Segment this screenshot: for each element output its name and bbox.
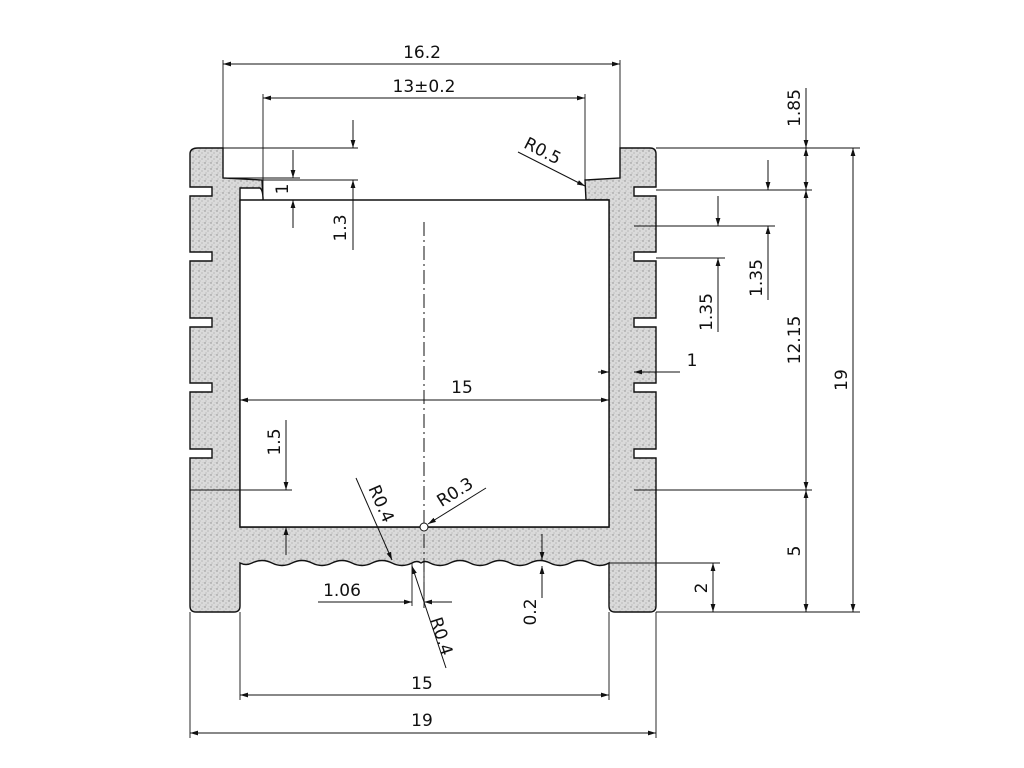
dim-foot-height: 2 [609,562,720,612]
label-top-flange: 1.85 [785,89,805,127]
label-fin-pitch-a: 1.35 [697,293,717,331]
inner-cavity [239,187,610,528]
dim-floor-thickness: 1.5 [190,420,292,555]
dim-fin-pitch-a: 1.35 [656,196,725,332]
dim-left-lip-depth: 1.3 [223,120,358,250]
dim-wall-thickness: 1 [598,351,698,375]
dim-bottom-inner-width: 15 [239,612,610,700]
label-left-lip-depth: 1.3 [331,214,351,241]
label-foot-height: 2 [692,583,712,594]
label-fin-pitch-b: 1.35 [747,259,767,297]
label-total-height: 19 [832,369,852,391]
label-fin-region-height: 12.15 [785,316,805,365]
dim-fin-pitch-b: 1.35 [634,160,775,300]
label-ripple-depth: 0.2 [521,598,541,625]
dim-left-lip-thickness: 1 [223,150,300,228]
dim-groove-spacing: 1.06 [318,563,452,606]
dim-top-inner-opening: 13±0.2 [262,77,586,200]
dim-total-height: 19 [832,148,856,612]
label-top-outer-width: 16.2 [403,43,441,63]
label-base-section-height: 5 [785,546,805,557]
label-bottom-inner-width: 15 [411,674,433,694]
label-left-lip-thickness: 1 [273,184,293,195]
label-bottom-total-width: 19 [411,711,433,731]
dim-right-lip-radius: R0.5 [517,134,586,187]
dim-base-section-height: 5 [656,490,860,613]
dim-groove-radius-bottom: R0.4 [411,565,456,669]
dim-top-flange: 1.85 [656,88,860,191]
groove-center [419,522,429,532]
dim-ripple-depth: 0.2 [521,534,545,626]
extrusion-profile [189,147,657,613]
label-floor-thickness: 1.5 [265,428,285,455]
dim-bottom-total-width: 19 [189,612,657,738]
label-groove-radius-bottom: R0.4 [425,615,456,658]
dim-fin-region-height: 12.15 [634,190,812,491]
label-top-inner-opening: 13±0.2 [393,77,456,97]
dim-top-outer-width: 16.2 [222,43,621,178]
label-wall-thickness: 1 [687,351,698,371]
label-inner-width: 15 [451,378,473,398]
label-groove-spacing: 1.06 [323,581,361,601]
dim-inner-width: 15 [240,378,609,403]
